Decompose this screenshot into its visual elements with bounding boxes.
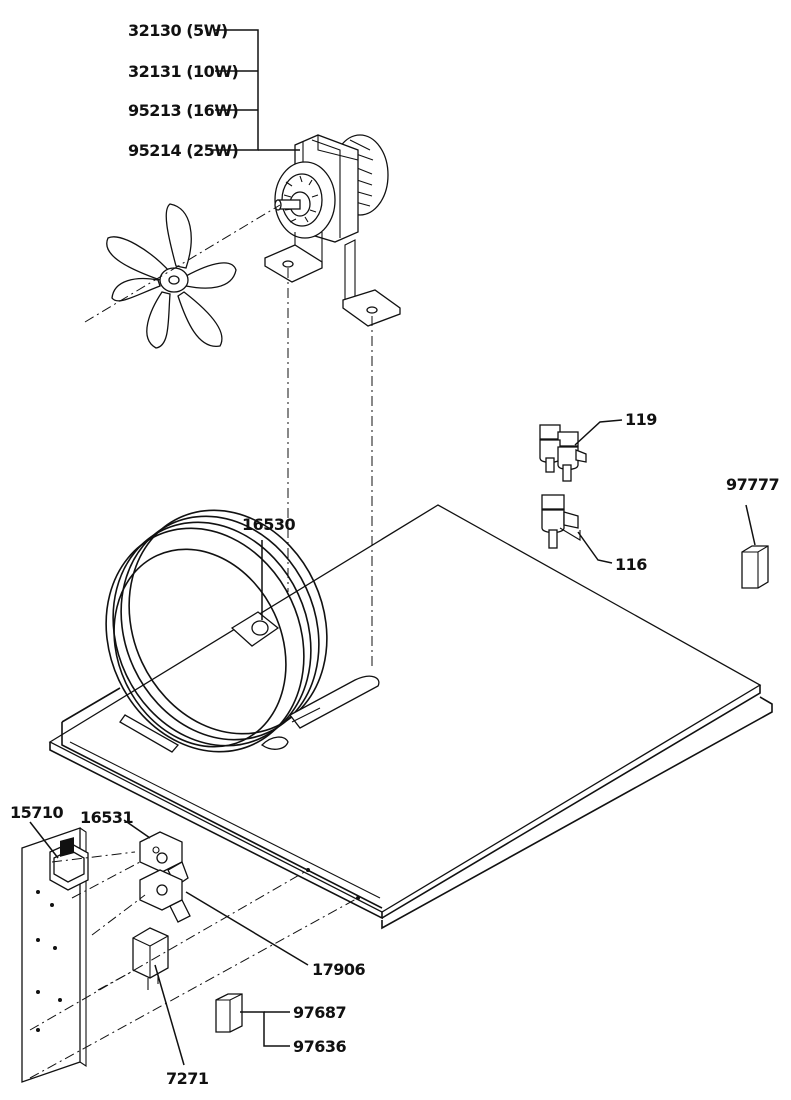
base-plate [48, 504, 773, 930]
label-95213: 95213 (16W) [128, 101, 238, 120]
label-32130: 32130 (5W) [128, 21, 228, 40]
cap-lower [215, 993, 243, 1033]
leader-lines [29, 29, 756, 1066]
label-7271: 7271 [166, 1069, 209, 1088]
bracket-lower [139, 869, 191, 923]
label-17906: 17906 [312, 960, 366, 979]
label-119: 119 [625, 410, 657, 429]
water-valve-single [541, 494, 581, 549]
label-97687: 97687 [293, 1003, 346, 1022]
relay [132, 927, 169, 990]
label-95214: 95214 (25W) [128, 141, 238, 160]
cap-right [741, 545, 769, 589]
water-valve-double [539, 424, 587, 482]
control-panel [21, 827, 89, 1083]
part-labels: 32130 (5W) 32131 (10W) 95213 (16W) 95214… [10, 21, 780, 1088]
bracket-upper [139, 831, 189, 887]
label-32131: 32131 (10W) [128, 62, 238, 81]
label-97636: 97636 [293, 1037, 347, 1056]
label-15710: 15710 [10, 803, 64, 822]
label-16530: 16530 [242, 515, 296, 534]
label-116: 116 [615, 555, 647, 574]
condenser-coil [105, 509, 380, 753]
label-97777: 97777 [726, 475, 779, 494]
label-16531: 16531 [80, 808, 134, 827]
fan-blade [106, 203, 237, 349]
fan-motor [264, 134, 401, 327]
